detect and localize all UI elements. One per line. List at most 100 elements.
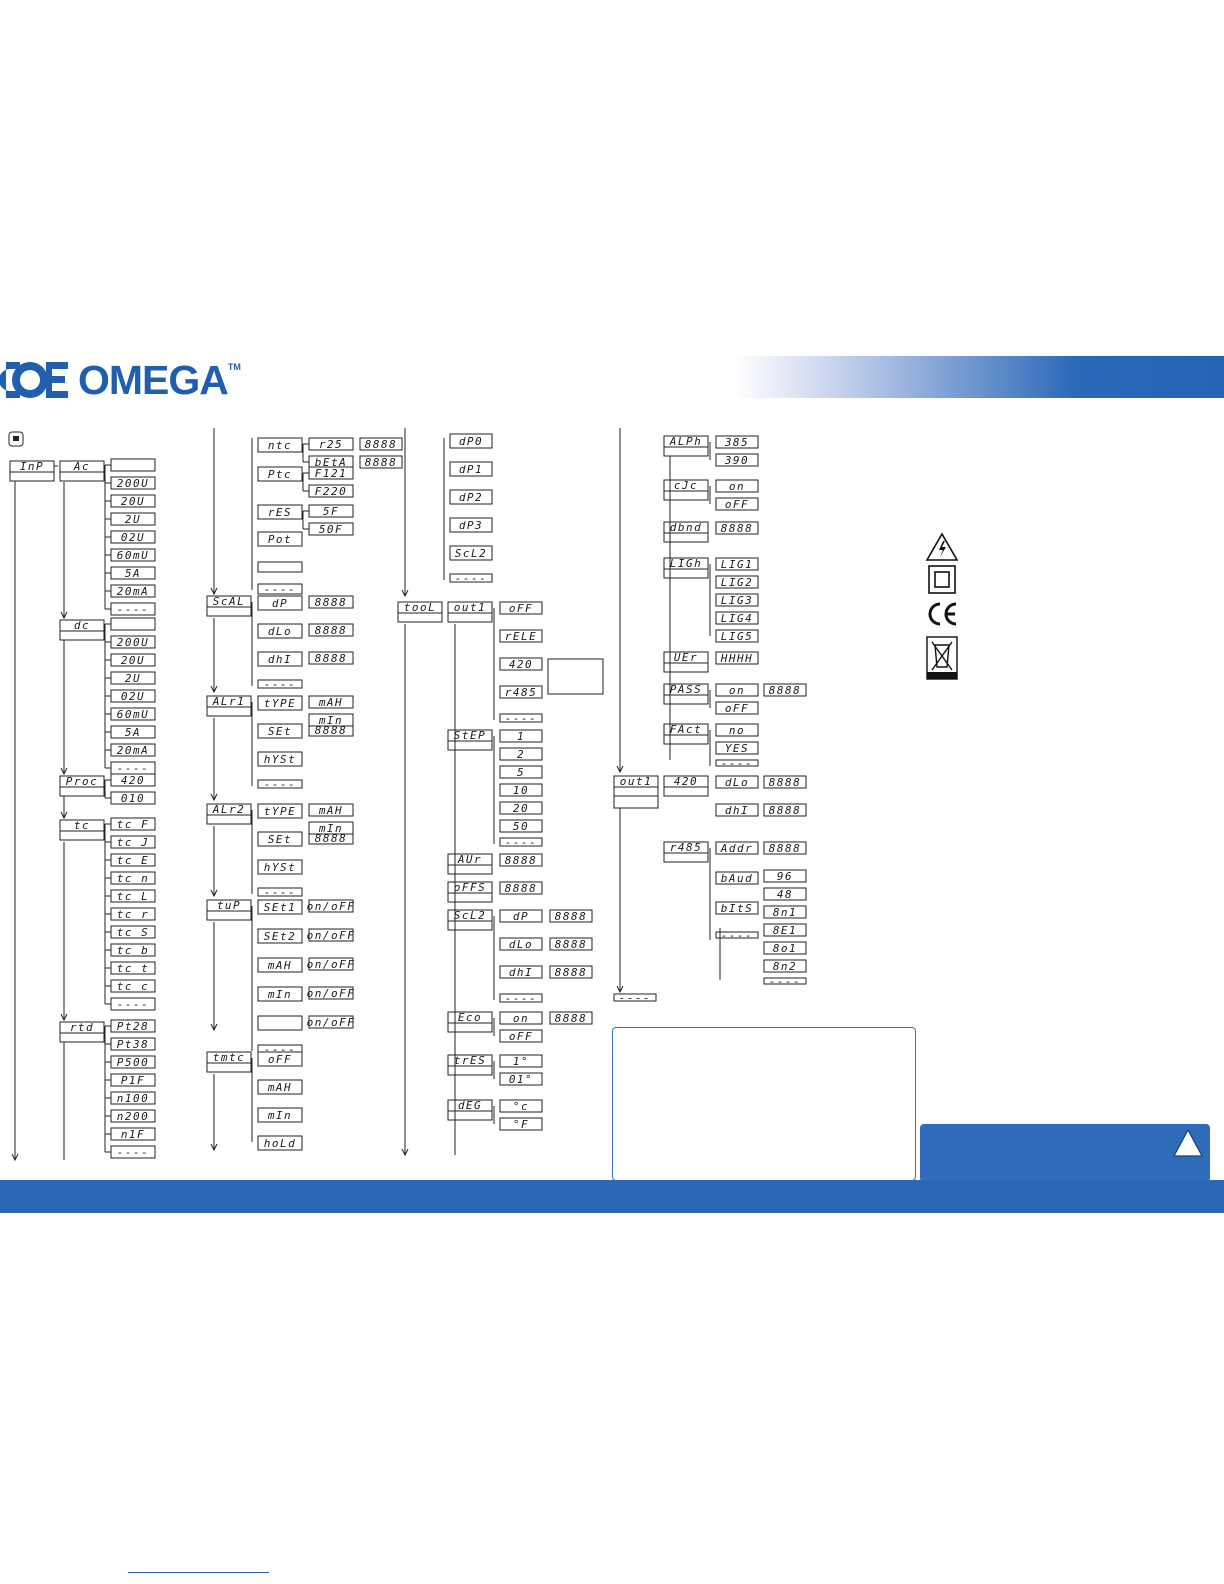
menu-c2-top-1-label: Ptc: [268, 468, 292, 481]
menu-out-485: [663, 841, 709, 863]
brand-name: OMEGA: [78, 357, 229, 403]
val-c2-3-0-label: on/oFF: [307, 900, 356, 913]
baud-0: [763, 869, 807, 883]
val-c2-3-3: [308, 986, 354, 1000]
item-c4-4-0-label: HHHH: [720, 652, 754, 665]
item-c2-2-1: [257, 831, 303, 847]
val-c3-4-1-label: 8888: [555, 938, 588, 951]
item-c4-6-1: [715, 741, 759, 755]
item-c2-1-0: [257, 695, 303, 711]
item-c3-7-0: [499, 1099, 543, 1113]
menu-c4-5-label: PASS: [670, 683, 703, 696]
item-c4-3-0-label: LIG1: [721, 558, 754, 571]
item-c2-4-3: [257, 1135, 303, 1151]
menu-c2-1: [206, 695, 252, 717]
lightning-warning-icon: [925, 532, 959, 561]
arrow-down-icon: [60, 767, 68, 776]
item-c3-1-0: [499, 729, 543, 743]
item-c4-3-4-label: LIG5: [721, 630, 754, 643]
menu-inp-label: InP: [20, 460, 44, 473]
item-c4-1-1-label: oFF: [725, 498, 749, 511]
arrow-down-icon: [616, 765, 624, 774]
menu-dp-2: [449, 489, 493, 505]
item-c4-6-2: [715, 759, 759, 767]
sub-c2-2-1: [308, 821, 354, 835]
item-c2-1-3: [257, 779, 303, 789]
item-c2-0-3: [257, 679, 303, 689]
baud-1-label: 48: [777, 888, 793, 901]
item-c3-0-4: [499, 713, 543, 723]
opt-c2-top-0-1-label: bEtA: [315, 456, 348, 469]
arrow-down-icon: [210, 889, 218, 898]
val-c2-top-0-0-label: 8888: [365, 438, 398, 451]
opt-c1-0-8-label: ----: [117, 603, 150, 616]
opt-c1-0-1-label: 200U: [117, 477, 150, 490]
item-out-485-3-label: ----: [721, 929, 754, 942]
item-c4-3-2-label: LIG3: [721, 594, 754, 607]
menu-tool: [397, 601, 443, 623]
out1-frame: [613, 775, 659, 809]
menu-dp-3-label: dP3: [459, 519, 483, 532]
item-c4-2-0-label: 8888: [721, 522, 754, 535]
opt-c2-top-2-0-label: 5F: [323, 505, 339, 518]
opt-c1-3-5-label: tc r: [117, 908, 150, 921]
menu-c3-3-label: oFFS: [454, 881, 487, 894]
menu-1-label: dc: [74, 619, 90, 632]
item-c2-4-1: [257, 1079, 303, 1095]
opt-c1-2-1-label: 010: [121, 792, 145, 805]
menu-c4-4-label: UEr: [674, 651, 698, 664]
item-c2-0-3-label: ----: [264, 678, 297, 691]
arrow-down-icon: [60, 611, 68, 620]
menu-c3-6-label: trES: [454, 1054, 487, 1067]
bits-3-label: 8n2: [773, 960, 797, 973]
item-out-485-1: [715, 871, 759, 885]
menu-1: [59, 619, 105, 641]
menu-c2-top-4: [257, 561, 303, 573]
item-c3-6-0-label: 1°: [513, 1055, 529, 1068]
menu-2: [59, 775, 105, 797]
menu-c4-2: [663, 521, 709, 543]
opt-c1-1-2-label: 20U: [121, 654, 145, 667]
item-c3-1-4-label: 20: [513, 802, 529, 815]
menu-c4-6: [663, 723, 709, 745]
item-c4-3-3-label: LIG4: [721, 612, 754, 625]
item-c2-2-0-label: tYPE: [264, 805, 297, 818]
header-band: [0, 356, 1224, 398]
menu-c2-0-label: ScAL: [213, 595, 246, 608]
bits-3: [763, 959, 807, 973]
menu-c2-top-1: [257, 466, 303, 482]
arrow-down-icon: [401, 1148, 409, 1157]
item-c2-1-0-label: tYPE: [264, 697, 297, 710]
item-c2-0-1: [257, 623, 303, 639]
val-out-420-1: [763, 803, 807, 817]
warning-triangle-icon: [1172, 1128, 1204, 1157]
item-c2-1-1: [257, 723, 303, 739]
bits-4-label: ----: [769, 975, 802, 988]
item-out-420-1: [715, 803, 759, 817]
bits-0: [763, 905, 807, 919]
menu-tool-label: tooL: [404, 601, 437, 614]
item-c2-2-2-label: hYSt: [264, 861, 297, 874]
val-c3-3: [499, 881, 543, 895]
menu-c3-7-label: dEG: [458, 1099, 482, 1112]
opt-c2-top-2-1-label: 50F: [319, 523, 343, 536]
item-c4-5-1-label: oFF: [725, 702, 749, 715]
item-c4-6-2-label: ----: [721, 757, 754, 770]
menu-dp-1: [449, 461, 493, 477]
opt-c1-3-3-label: tc n: [117, 872, 150, 885]
item-c4-2-0: [715, 521, 759, 535]
item-c2-1-1-label: SEt: [268, 725, 292, 738]
menu-dp-2-label: dP2: [459, 491, 483, 504]
item-out-485-2: [715, 901, 759, 915]
item-c4-0-0: [715, 435, 759, 449]
arrow-down-icon: [210, 1023, 218, 1032]
item-c2-0-2-label: dhI: [268, 653, 292, 666]
item-c3-5-1: [499, 1029, 543, 1043]
item-c4-5-1: [715, 701, 759, 715]
opt-c1-0-5-label: 60mU: [117, 549, 150, 562]
item-c2-1-2: [257, 751, 303, 767]
val-c2-3-2: [308, 957, 354, 971]
out1-end: [613, 993, 657, 1002]
item-c2-1-2-label: hYSt: [264, 753, 297, 766]
